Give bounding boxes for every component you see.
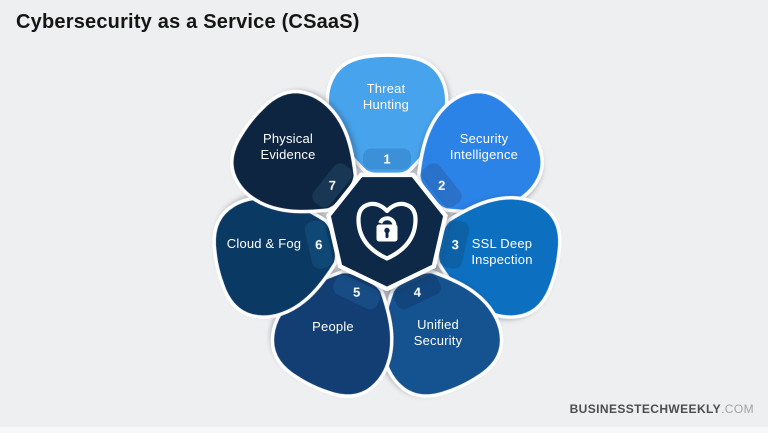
petal-number: 5 <box>353 285 360 300</box>
shield-lock-icon <box>356 201 418 261</box>
petal-physical-evidence: 7 <box>212 72 385 245</box>
petal-label-physical-evidence: Physical Evidence <box>260 130 316 162</box>
keyhole-stem <box>385 231 389 239</box>
shield-outline <box>356 201 418 261</box>
petal-people: 5 <box>255 249 420 414</box>
petal-number-tab <box>333 274 381 310</box>
petal-label-cloud-and-fog: Cloud & Fog <box>226 235 302 251</box>
petal-label-security-intelligence: Security Intelligence <box>449 130 519 162</box>
petal-security-intelligence: 2 <box>389 72 562 245</box>
bottom-strip <box>0 427 768 433</box>
lock-shackle <box>378 216 397 226</box>
petal-number: 3 <box>452 237 459 252</box>
petal-number: 1 <box>383 152 390 167</box>
petal-label-people: People <box>312 318 354 334</box>
center-heptagon <box>326 172 448 292</box>
petal-number-tab <box>441 220 470 269</box>
watermark: BUSINESSTECHWEEKLY.COM <box>570 402 754 416</box>
petal-number-tab <box>363 148 411 170</box>
petal-unified-security: 4 <box>354 249 519 414</box>
petal-number: 2 <box>438 178 445 193</box>
petal-cloud-and-fog: 6 <box>202 180 350 328</box>
petal-number-tab <box>312 163 353 208</box>
petal-number: 7 <box>329 178 336 193</box>
watermark-brand: BUSINESSTECHWEEKLY <box>569 402 722 416</box>
petal-number: 4 <box>414 285 422 300</box>
petal-number-tab <box>393 274 441 310</box>
petal-label-threat-hunting: Threat Hunting <box>362 80 410 112</box>
petal-label-unified-security: Unified Security <box>413 316 463 348</box>
petal-threat-hunting: 1 <box>325 53 449 178</box>
watermark-suffix: .COM <box>721 402 754 416</box>
keyhole-circle <box>384 227 390 234</box>
petal-number: 6 <box>315 237 322 252</box>
page-title: Cybersecurity as a Service (CSaaS) <box>16 11 360 33</box>
petal-ssl-deep-inspection: 3 <box>424 180 572 328</box>
petal-label-ssl-deep-inspection: SSL Deep Inspection <box>471 235 533 267</box>
petal-number-tab <box>421 163 462 208</box>
petal-number-tab <box>304 220 333 269</box>
